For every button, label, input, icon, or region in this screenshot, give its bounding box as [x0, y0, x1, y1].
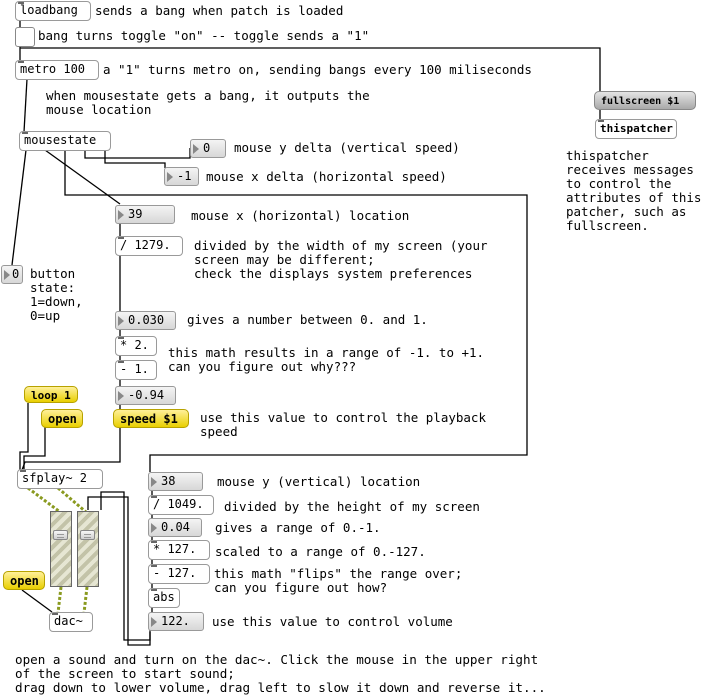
fullscreen-message[interactable]: fullscreen $1 [594, 91, 696, 110]
divide-width-comment: divided by the width of my screen (your … [194, 238, 488, 281]
mouse-x-comment: mouse x (horizontal) location [191, 208, 410, 223]
open-message-bottom[interactable]: open [3, 571, 45, 590]
sfplay-object[interactable]: sfplay~ 2 [17, 469, 103, 489]
button-state-number[interactable]: 0 [1, 265, 23, 284]
x-delta-comment: mouse x delta (horizontal speed) [206, 169, 447, 184]
mousestate-comment: when mousestate gets a bang, it outputs … [46, 88, 370, 117]
flip-comment: this math "flips" the range over; can yo… [214, 566, 463, 595]
gain-slider-left[interactable] [50, 511, 72, 587]
x-normalized-comment: gives a number between 0. and 1. [187, 312, 428, 327]
loadbang-comment: sends a bang when patch is loaded [95, 3, 344, 18]
button-state-comment: button state: 1=down, 0=up [30, 266, 83, 323]
speed-result-number[interactable]: -0.94 [115, 386, 176, 405]
toggle-box[interactable] [15, 27, 35, 47]
volume-result-number[interactable]: 122. [148, 612, 204, 631]
divide-height-comment: divided by the height of my screen [224, 499, 480, 514]
abs-object[interactable]: abs [148, 588, 180, 608]
open-message-top[interactable]: open [41, 409, 83, 428]
y-delta-number[interactable]: 0 [190, 139, 226, 158]
multiply-2-object[interactable]: * 2. [115, 336, 157, 356]
divide-width-object[interactable]: / 1279. [115, 236, 183, 256]
divide-height-object[interactable]: / 1049. [148, 495, 214, 515]
mouse-y-number[interactable]: 38 [148, 472, 203, 491]
x-delta-number[interactable]: -1 [164, 167, 199, 186]
speed-comment: use this value to control the playback s… [200, 410, 486, 439]
gain-slider-right[interactable] [77, 511, 99, 587]
toggle-comment: bang turns toggle "on" -- toggle sends a… [38, 28, 370, 43]
mouse-y-comment: mouse y (vertical) location [217, 474, 421, 489]
subtract-127-object[interactable]: - 127. [148, 564, 210, 584]
x-normalized-number[interactable]: 0.030 [115, 311, 176, 330]
subtract-1-object[interactable]: - 1. [115, 360, 157, 380]
volume-comment: use this value to control volume [212, 614, 453, 629]
multiply-127-object[interactable]: * 127. [148, 540, 210, 560]
gain-slider-right-knob[interactable] [80, 530, 95, 540]
y-normalized-number[interactable]: 0.04 [148, 518, 202, 537]
thispatcher-object[interactable]: thispatcher [595, 119, 677, 139]
loadbang-object[interactable]: loadbang [15, 1, 91, 21]
y-normalized-comment: gives a range of 0.-1. [215, 520, 381, 535]
gain-slider-left-knob[interactable] [53, 530, 68, 540]
mouse-x-number[interactable]: 39 [115, 205, 175, 224]
math-comment: this math results in a range of -1. to +… [168, 345, 485, 374]
instructions-comment: open a sound and turn on the dac~. Click… [15, 652, 546, 695]
metro-comment: a "1" turns metro on, sending bangs ever… [103, 62, 532, 77]
mousestate-object[interactable]: mousestate [19, 131, 111, 151]
dac-object[interactable]: dac~ [49, 612, 93, 632]
loop-message[interactable]: loop 1 [24, 386, 78, 403]
scaled-comment: scaled to a range of 0.-127. [215, 544, 426, 559]
y-delta-comment: mouse y delta (vertical speed) [234, 140, 460, 155]
metro-object[interactable]: metro 100 [15, 60, 99, 80]
thispatcher-comment: thispatcher receives messages to control… [566, 148, 702, 233]
speed-message[interactable]: speed $1 [113, 409, 189, 428]
